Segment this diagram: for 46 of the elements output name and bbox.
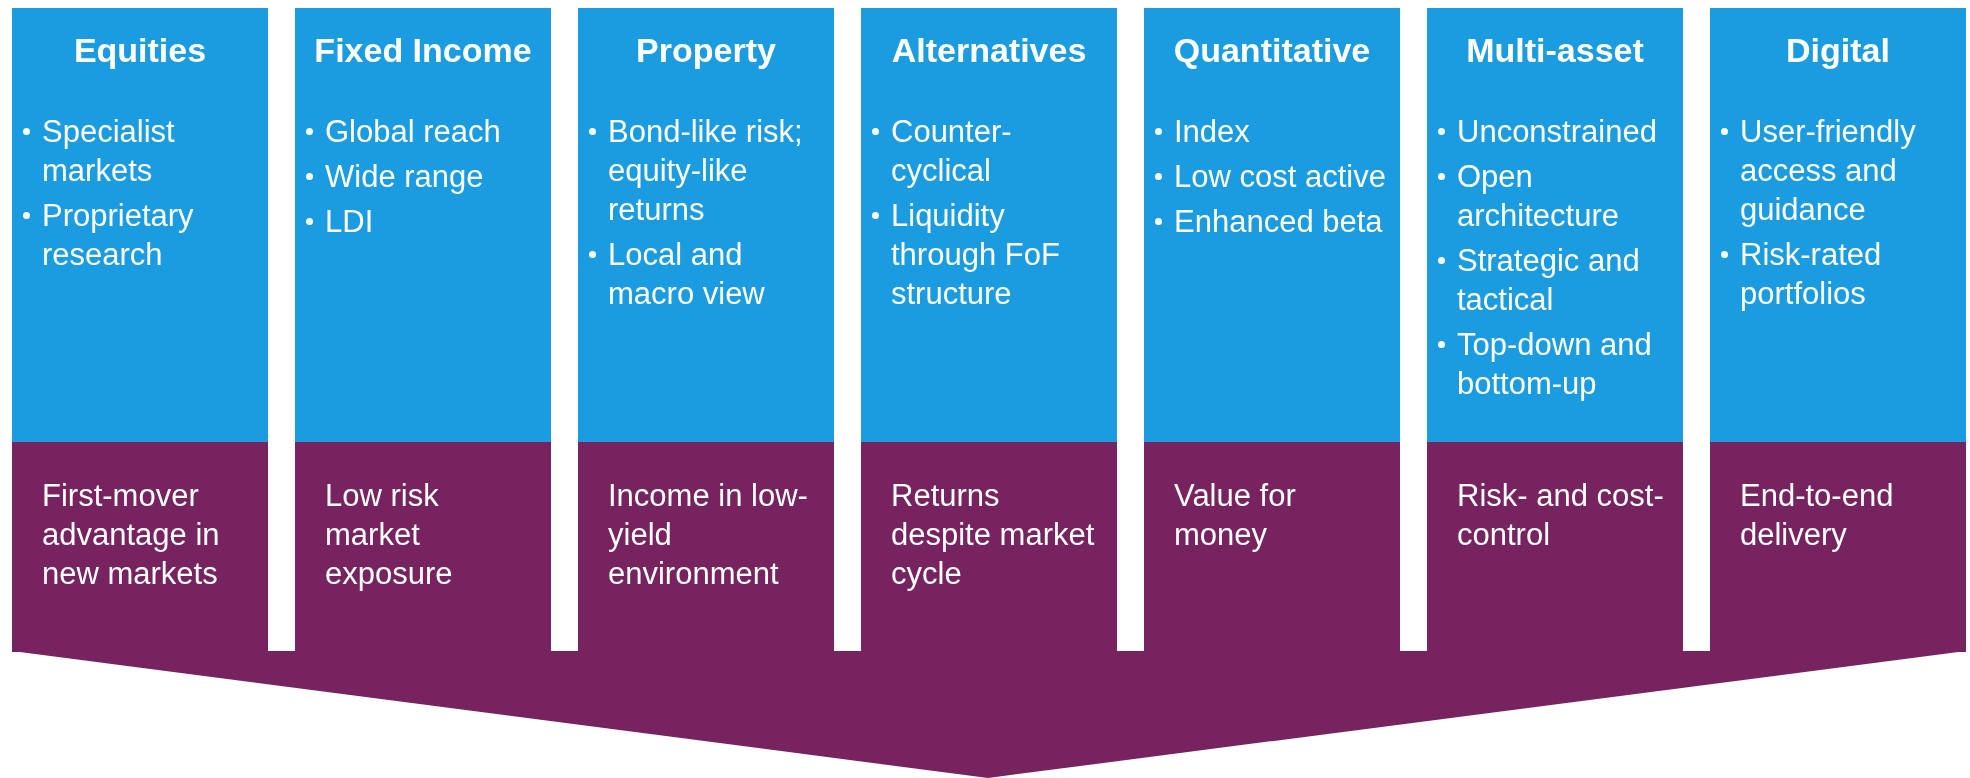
benefit-panel [578,442,834,652]
bullet-text: Specialist markets [42,114,175,188]
bullet-text: Top-down and bottom-up [1457,327,1652,401]
benefit-panel [861,442,1117,652]
benefit-text: Value for money [1174,477,1297,554]
column-heading: Quantitative [1172,30,1372,70]
column-heading: Alternatives [890,30,1088,70]
benefit-panel [1710,442,1966,652]
benefit-panel [295,442,551,652]
bullet-text: Risk-rated portfolios [1740,237,1882,311]
column-heading: Fixed Income [313,30,533,70]
bullet-text: Wide range [325,159,484,194]
benefit-panel [1427,442,1683,652]
bullet-text: Bond-like risk; equity-like returns [608,114,803,227]
bullet-text: LDI [325,204,374,239]
benefit-text: First-mover advantage in new markets [42,477,221,593]
category-panel [295,8,551,442]
category-panel [12,8,268,442]
benefit-text: Income in low-yield environment [608,477,809,593]
bullet-text: Counter-cyclical [891,114,1012,188]
bullet-text: Index [1174,114,1250,149]
column-heading: Digital [1785,30,1891,70]
column-heading: Equities [72,30,208,70]
benefit-text: End-to-end delivery [1740,477,1895,554]
benefit-text: Risk- and cost-control [1457,477,1665,554]
benefit-panel [12,442,268,652]
column-heading: Property [635,30,777,70]
bullet-text: Global reach [325,114,501,149]
benefit-panel [1144,442,1400,652]
bullet-text: Low cost active [1174,159,1386,194]
bullet-text: Proprietary research [42,198,194,272]
bullet-text: Local and macro view [608,237,765,311]
bullet-text: Enhanced beta [1174,204,1383,239]
category-panel [1144,8,1400,442]
column-heading: Multi-asset [1465,30,1645,70]
category-panel [861,8,1117,442]
category-panel [1710,8,1966,442]
category-panel [578,8,834,442]
bullet-text: Unconstrained [1457,114,1657,149]
bullet-text: Strategic and tactical [1457,243,1640,317]
benefit-text: Low risk market exposure [325,477,454,593]
bullet-text: Open architecture [1457,159,1619,233]
benefit-text: Returns despite market cycle [891,477,1096,593]
bullet-text: User-friendly access and guidance [1740,114,1916,227]
category-panel [1427,8,1683,442]
bullet-text: Liquidity through FoF structure [891,198,1060,311]
